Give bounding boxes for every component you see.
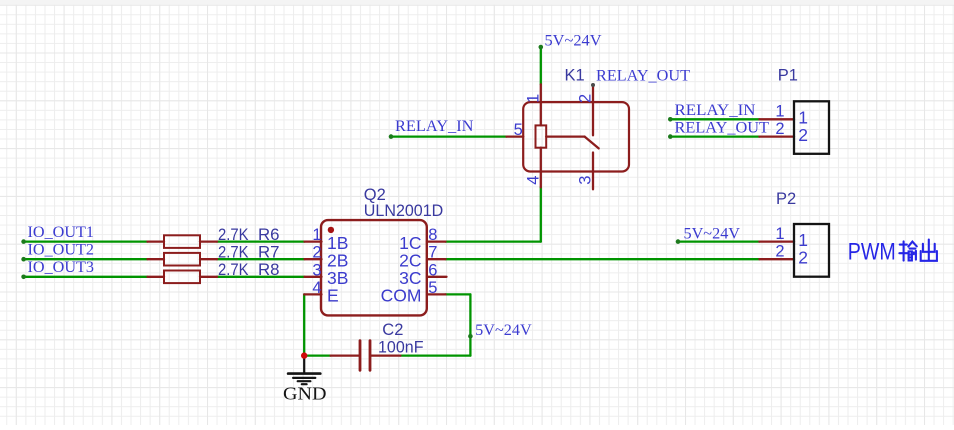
svg-text:1: 1 xyxy=(524,94,542,103)
svg-text:4: 4 xyxy=(524,176,542,185)
svg-text:1: 1 xyxy=(775,225,784,243)
svg-text:RELAY_OUT: RELAY_OUT xyxy=(675,120,770,137)
svg-text:2: 2 xyxy=(775,243,784,261)
svg-text:3: 3 xyxy=(312,261,321,279)
svg-text:2.7K: 2.7K xyxy=(218,243,249,261)
svg-text:5: 5 xyxy=(514,121,523,139)
svg-text:2C: 2C xyxy=(399,250,421,270)
svg-text:IO_OUT1: IO_OUT1 xyxy=(28,224,95,241)
svg-text:ULN2001D: ULN2001D xyxy=(364,202,444,220)
svg-text:P2: P2 xyxy=(776,190,796,208)
svg-text:R7: R7 xyxy=(258,243,280,261)
svg-text:1C: 1C xyxy=(399,233,421,253)
svg-text:2: 2 xyxy=(775,120,784,138)
svg-text:IO_OUT3: IO_OUT3 xyxy=(28,259,95,276)
svg-text:COM: COM xyxy=(381,286,422,306)
svg-text:5V~24V: 5V~24V xyxy=(475,322,532,339)
svg-text:IO_OUT2: IO_OUT2 xyxy=(28,241,95,258)
svg-text:5V~24V: 5V~24V xyxy=(684,225,741,242)
svg-text:RELAY_IN: RELAY_IN xyxy=(675,102,756,119)
svg-text:1B: 1B xyxy=(327,233,348,253)
svg-text:6: 6 xyxy=(428,261,437,279)
svg-text:4: 4 xyxy=(312,279,321,297)
svg-text:C2: C2 xyxy=(382,321,403,339)
svg-text:R8: R8 xyxy=(258,261,280,279)
svg-text:2B: 2B xyxy=(327,250,348,270)
svg-text:2: 2 xyxy=(798,125,808,145)
svg-text:8: 8 xyxy=(428,226,437,244)
svg-text:3: 3 xyxy=(577,176,595,185)
svg-text:Q2: Q2 xyxy=(364,186,386,204)
svg-text:1: 1 xyxy=(798,108,808,128)
svg-text:2: 2 xyxy=(577,94,595,103)
svg-text:5V~24V: 5V~24V xyxy=(545,33,602,50)
svg-text:3C: 3C xyxy=(399,268,421,288)
svg-text:1: 1 xyxy=(798,230,808,250)
svg-text:2.7K: 2.7K xyxy=(218,261,249,279)
svg-text:PWM: PWM xyxy=(848,238,896,265)
svg-text:R6: R6 xyxy=(258,226,280,244)
svg-text:E: E xyxy=(327,286,339,306)
svg-text:2: 2 xyxy=(312,244,321,262)
svg-text:RELAY_IN: RELAY_IN xyxy=(395,118,474,135)
svg-text:5: 5 xyxy=(428,279,437,297)
svg-text:K1: K1 xyxy=(565,67,585,85)
svg-text:2.7K: 2.7K xyxy=(218,226,249,244)
svg-text:3B: 3B xyxy=(327,268,348,288)
svg-text:2: 2 xyxy=(798,248,808,268)
svg-text:P1: P1 xyxy=(778,67,798,85)
svg-text:GND: GND xyxy=(283,384,327,404)
svg-text:100nF: 100nF xyxy=(378,339,424,357)
svg-text:1: 1 xyxy=(312,226,321,244)
svg-text:1: 1 xyxy=(775,103,784,121)
svg-text:7: 7 xyxy=(428,244,437,262)
svg-text:RELAY_OUT: RELAY_OUT xyxy=(596,68,690,85)
